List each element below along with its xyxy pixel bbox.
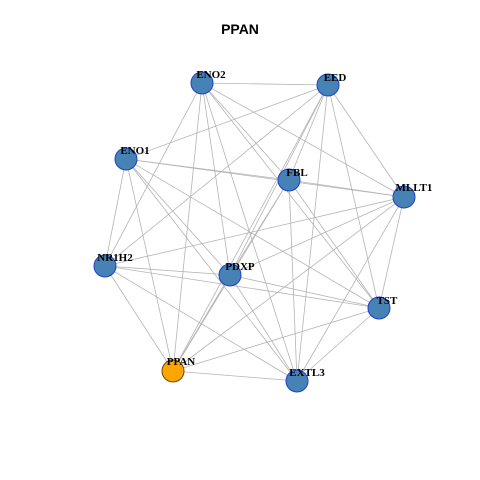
node-circle-eno2 [190,71,214,95]
node-label-eno1: ENO1 [120,145,149,157]
edge-eno1-extl3 [125,158,298,382]
node-eno2: ENO2 [190,69,226,95]
edge-pdxp-tst [229,274,380,309]
node-label-eno2: ENO2 [196,69,226,81]
node-label-fbl: FBL [286,167,307,179]
edge-eno1-pdxp [125,158,231,276]
node-eno1: ENO1 [114,145,150,171]
node-label-eed: EED [324,72,347,84]
node-circle-eed [316,73,340,97]
edge-mllt1-pdxp [229,196,405,276]
node-label-tst: TST [377,295,398,307]
node-circle-nr1h2 [93,254,117,278]
node-label-ppan: PPAN [167,356,196,368]
edge-nr1h2-pdxp [104,265,231,276]
edge-eed-nr1h2 [104,84,329,267]
node-nr1h2: NR1H2 [93,252,133,278]
node-ppan: PPAN [161,356,196,383]
edge-eno1-mllt1 [125,158,405,198]
node-label-mllt1: MLLT1 [396,182,433,194]
node-fbl: FBL [277,167,308,192]
edge-eno1-tst [125,158,380,309]
edge-mllt1-ppan [172,196,405,372]
edge-pdxp-ppan [172,274,231,372]
edge-nr1h2-ppan [104,265,174,372]
edge-ppan-extl3 [172,370,298,382]
edge-tst-extl3 [296,307,380,382]
node-mllt1: MLLT1 [392,182,433,209]
edge-eed-fbl [288,84,329,181]
edge-mllt1-tst [378,196,405,309]
node-label-extl3: EXTL3 [289,367,325,379]
edge-eed-ppan [172,84,329,372]
node-circle-pdxp [218,263,242,287]
edge-eed-eno1 [125,84,329,160]
node-circle-extl3 [285,369,309,393]
edge-tst-ppan [172,307,380,372]
edge-pdxp-extl3 [229,274,298,382]
node-eed: EED [316,72,347,97]
edge-mllt1-nr1h2 [104,196,405,267]
node-circle-mllt1 [392,185,416,209]
node-tst: TST [367,295,398,320]
node-circle-tst [367,296,391,320]
edge-eno1-ppan [125,158,174,372]
edge-eed-tst [327,84,380,309]
edge-fbl-mllt1 [288,179,405,198]
edge-eno2-fbl [201,82,290,181]
edge-eed-mllt1 [327,84,405,198]
edge-fbl-tst [288,179,380,309]
node-pdxp: PDXP [218,261,255,287]
node-extl3: EXTL3 [285,367,325,393]
node-circle-ppan [161,359,185,383]
edge-eno2-nr1h2 [104,82,203,267]
graph-title: PPAN [221,21,259,37]
edge-mllt1-extl3 [296,196,405,382]
node-circle-fbl [277,168,301,192]
node-label-pdxp: PDXP [225,261,255,273]
edge-eno2-mllt1 [201,82,405,198]
node-label-nr1h2: NR1H2 [97,252,133,264]
edge-eno2-eed [201,82,329,86]
edge-eno1-nr1h2 [104,158,127,267]
edge-eno2-pdxp [201,82,231,276]
edge-nr1h2-tst [104,265,380,309]
node-circle-eno1 [114,147,138,171]
edges-layer [104,82,405,382]
